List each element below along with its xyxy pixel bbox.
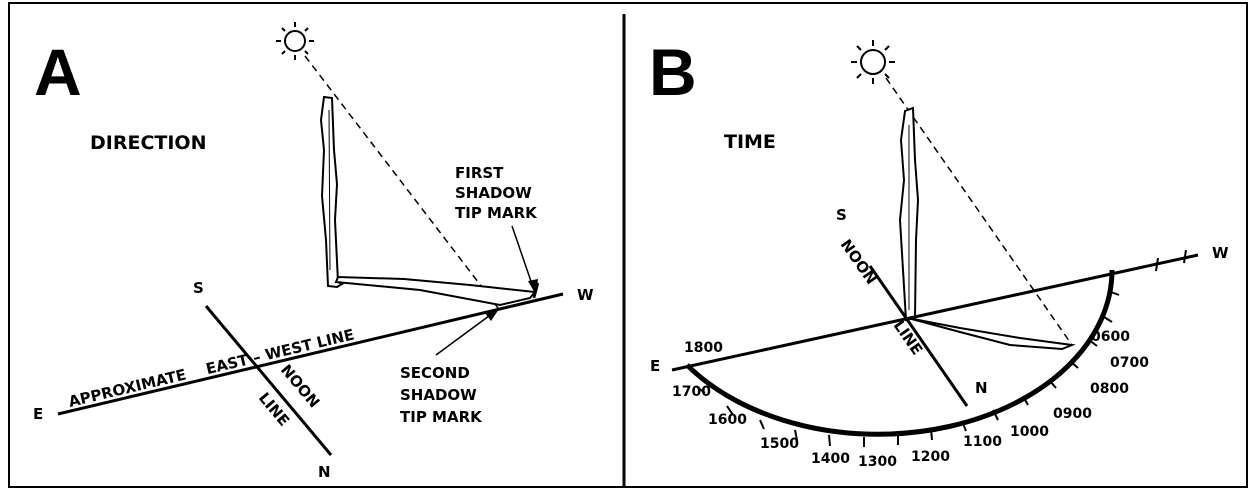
hour-label-1300: 1300 bbox=[858, 454, 897, 470]
sun-icon bbox=[851, 40, 895, 84]
panel-a: A DIRECTION FIRST SHADOW TIP MARK bbox=[33, 22, 594, 481]
panel-a-n: N bbox=[318, 463, 331, 481]
noon-label: NOON bbox=[837, 236, 881, 288]
hour-tick bbox=[992, 409, 999, 421]
hour-tick bbox=[930, 428, 933, 441]
panel-b-e: E bbox=[650, 357, 660, 375]
sun-ray bbox=[885, 77, 1073, 346]
west-tick-2 bbox=[1183, 249, 1187, 264]
hour-tick bbox=[1110, 291, 1120, 296]
second-mark-label-3: TIP MARK bbox=[400, 408, 483, 426]
east-west-line bbox=[57, 292, 564, 416]
west-tick-1 bbox=[1155, 257, 1159, 272]
second-mark-arrow bbox=[435, 312, 494, 356]
hour-tick bbox=[726, 405, 734, 416]
hour-tick bbox=[828, 434, 831, 447]
hour-label-1800: 1800 bbox=[684, 340, 723, 356]
hour-label-0900: 0900 bbox=[1053, 406, 1092, 422]
panel-b-n: N bbox=[975, 379, 988, 397]
sun-icon bbox=[276, 22, 314, 60]
stick-shadow bbox=[907, 317, 1076, 351]
panel-a-title: DIRECTION bbox=[90, 132, 206, 154]
hour-tick bbox=[961, 420, 967, 432]
stick-texture bbox=[328, 109, 331, 271]
noon-label: NOON bbox=[277, 361, 323, 411]
panel-a-e: E bbox=[33, 405, 43, 423]
first-mark-arrow bbox=[511, 225, 535, 291]
hour-label-0800: 0800 bbox=[1090, 381, 1129, 397]
stick-shadow bbox=[334, 275, 537, 307]
hour-label-1500: 1500 bbox=[760, 436, 799, 452]
hour-label-0600: 0600 bbox=[1091, 329, 1130, 345]
hour-label-1200: 1200 bbox=[911, 449, 950, 465]
first-mark-label-1: FIRST bbox=[455, 164, 504, 182]
hour-tick bbox=[759, 419, 765, 430]
line-label: LINE bbox=[255, 389, 293, 430]
first-mark-label-2: SHADOW bbox=[455, 184, 532, 202]
hour-label-1100: 1100 bbox=[963, 434, 1002, 450]
panel-a-w: W bbox=[577, 286, 594, 304]
hour-tick bbox=[1022, 395, 1029, 406]
panel-b-letter: B bbox=[649, 35, 697, 109]
second-mark-label-1: SECOND bbox=[400, 364, 470, 382]
first-mark-label-3: TIP MARK bbox=[455, 204, 538, 222]
second-mark-label-2: SHADOW bbox=[400, 386, 477, 404]
hour-label-1000: 1000 bbox=[1010, 424, 1049, 440]
panel-b-w: W bbox=[1212, 244, 1229, 262]
panel-a-s: S bbox=[193, 279, 204, 297]
figure-frame bbox=[8, 2, 1248, 488]
noon-line bbox=[204, 305, 333, 456]
hour-tick bbox=[1048, 379, 1057, 389]
time-dial-arc bbox=[685, 269, 1115, 437]
hour-tick bbox=[794, 429, 798, 441]
hour-tick bbox=[1088, 339, 1098, 347]
panel-a-letter: A bbox=[34, 35, 82, 109]
panel-b-s: S bbox=[836, 206, 847, 224]
first-shadow-tip-mark bbox=[532, 282, 540, 299]
hour-scale: 1800 1700 1600 1500 1400 1300 1200 1100 10000900… bbox=[672, 291, 1149, 470]
hour-label-1400: 1400 bbox=[811, 451, 850, 467]
hour-label-1700: 1700 bbox=[672, 384, 711, 400]
second-mark-arrowhead bbox=[485, 309, 499, 321]
hour-label-0700: 0700 bbox=[1110, 355, 1149, 371]
panel-b: B TIME S N E W NOON LINE bbox=[649, 35, 1229, 437]
east-west-line bbox=[671, 253, 1199, 372]
hour-tick bbox=[696, 386, 706, 394]
hour-label-1600: 1600 bbox=[708, 412, 747, 428]
panel-b-title: TIME bbox=[724, 131, 776, 153]
noon-line bbox=[868, 265, 969, 407]
hour-tick bbox=[1103, 316, 1113, 323]
hour-tick bbox=[1069, 360, 1079, 369]
stick bbox=[319, 95, 345, 289]
sun-ray bbox=[304, 55, 499, 309]
